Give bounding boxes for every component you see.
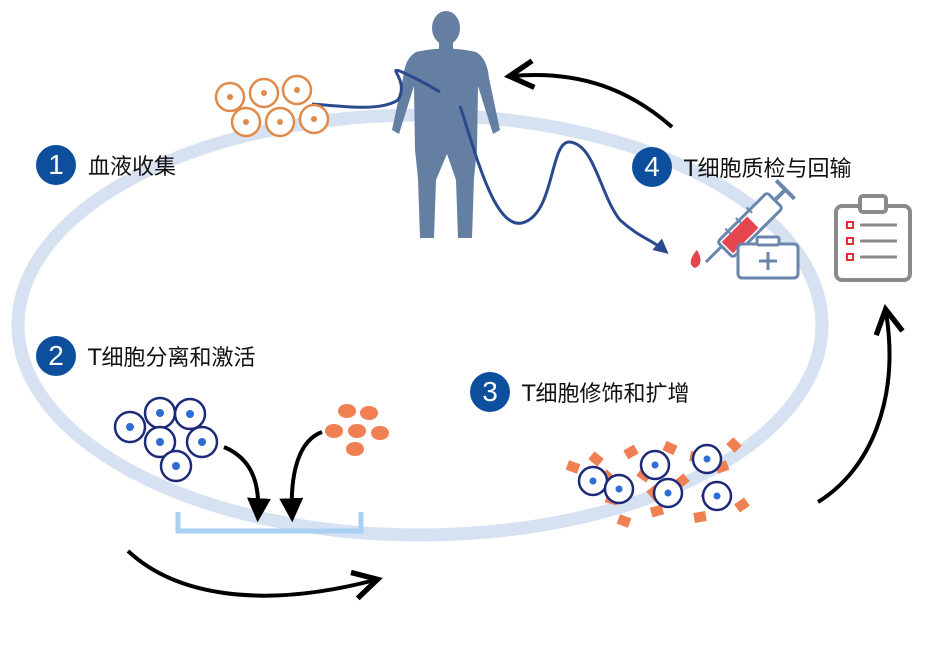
cycle-arrow-right bbox=[816, 312, 889, 504]
step-label: T细胞质检与回输 bbox=[684, 157, 852, 182]
blood-draw-line bbox=[311, 68, 441, 109]
blood-cell-cluster-icon bbox=[214, 74, 330, 138]
step-number-badge: 3 bbox=[470, 372, 510, 412]
culture-dish-icon bbox=[175, 512, 364, 534]
blood-return-line bbox=[458, 105, 669, 254]
clipboard-checklist-icon bbox=[834, 194, 912, 282]
step-label: T细胞分离和激活 bbox=[88, 346, 256, 371]
step-number-badge: 2 bbox=[36, 336, 76, 376]
step-2: 2 T细胞分离和激活 bbox=[36, 336, 255, 376]
step-number-badge: 4 bbox=[632, 147, 672, 187]
arrow-beads-to-dish bbox=[279, 430, 323, 523]
activator-bead-icon bbox=[325, 404, 389, 456]
syringe-icon bbox=[690, 179, 800, 280]
step-label: T细胞修饰和扩增 bbox=[522, 382, 690, 407]
t-cell-cluster-icon bbox=[113, 396, 219, 483]
cycle-arrow-bottom bbox=[126, 549, 375, 596]
step-number-badge: 1 bbox=[36, 145, 76, 185]
step-1: 1 血液收集 bbox=[36, 145, 176, 185]
step-label: 血液收集 bbox=[88, 155, 177, 180]
step-3: 3 T细胞修饰和扩增 bbox=[470, 372, 689, 412]
arrow-cells-to-dish bbox=[223, 445, 271, 523]
step-4: 4 T细胞质检与回输 bbox=[632, 147, 851, 187]
human-body-icon bbox=[392, 11, 500, 238]
cycle-arrow-top bbox=[512, 75, 674, 129]
modified-t-cell-cluster-icon bbox=[565, 437, 750, 528]
